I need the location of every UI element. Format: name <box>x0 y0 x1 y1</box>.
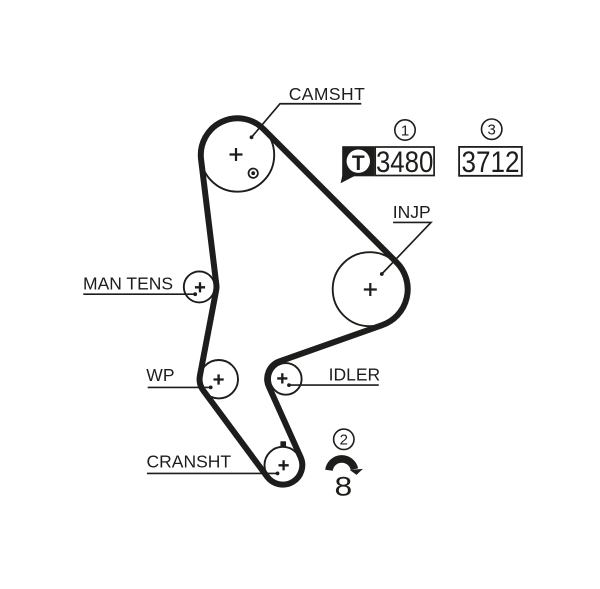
svg-text:8: 8 <box>334 472 352 502</box>
svg-text:T: T <box>352 152 365 175</box>
svg-text:3712: 3712 <box>462 146 520 179</box>
svg-text:MAN TENS: MAN TENS <box>83 274 173 294</box>
svg-text:INJP: INJP <box>393 202 431 222</box>
svg-text:3: 3 <box>488 122 496 139</box>
svg-text:WP: WP <box>146 365 174 385</box>
svg-text:IDLER: IDLER <box>329 364 381 384</box>
svg-text:CAMSHT: CAMSHT <box>289 84 366 104</box>
svg-text:CRANSHT: CRANSHT <box>147 452 232 472</box>
svg-text:2: 2 <box>340 432 348 449</box>
svg-text:1: 1 <box>401 122 409 139</box>
svg-text:3480: 3480 <box>376 146 434 179</box>
